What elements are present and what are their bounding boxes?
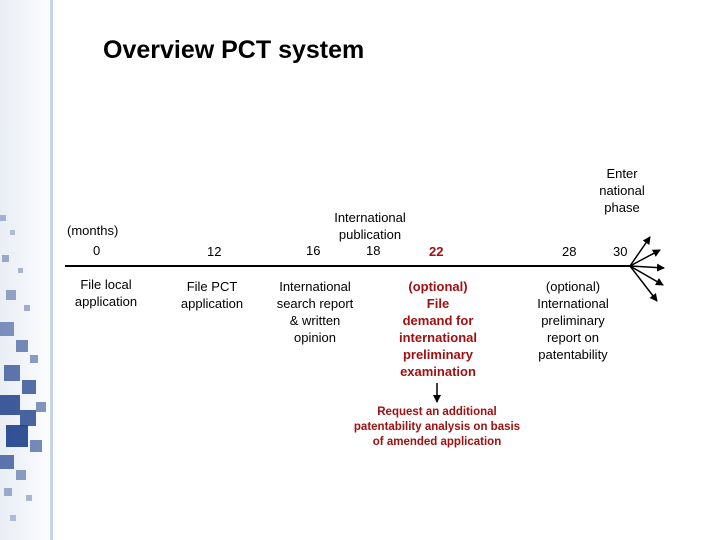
decorative-sidebar <box>0 0 58 540</box>
event-publication: International publication <box>322 209 418 243</box>
sidebar-pattern <box>0 215 46 521</box>
phase-arrow-4 <box>629 265 664 286</box>
event-file-local-text: File local application <box>74 277 138 309</box>
phase-arrow-1 <box>629 236 651 267</box>
phase-arrow-2 <box>629 249 661 267</box>
event-search-report-text: International search report & written op… <box>276 279 354 345</box>
event-national-phase-text: Enter national phase <box>599 166 645 215</box>
event-demand: (optional) File demand for international… <box>388 278 488 380</box>
event-file-pct: File PCT application <box>172 278 252 312</box>
event-iprp-text: (optional) International preliminary rep… <box>537 279 609 362</box>
tick-12: 12 <box>207 244 222 259</box>
event-demand-text: (optional) File demand for international… <box>398 279 477 379</box>
event-national-phase: Enter national phase <box>590 165 654 216</box>
event-request-text: Request an additional patentability anal… <box>353 406 521 448</box>
event-file-local: File local application <box>66 276 146 310</box>
tick-30: 30 <box>613 244 628 259</box>
months-label: (months) <box>67 223 119 238</box>
tick-16: 16 <box>306 243 321 258</box>
tick-22: 22 <box>429 244 444 259</box>
tick-28: 28 <box>562 244 577 259</box>
tick-0: 0 <box>93 243 101 258</box>
phase-arrow-3 <box>629 263 665 272</box>
sidebar-divider <box>50 0 53 540</box>
tick-18: 18 <box>366 243 381 258</box>
event-search-report: International search report & written op… <box>267 278 363 346</box>
event-iprp: (optional) International preliminary rep… <box>523 278 623 363</box>
phase-arrow-5 <box>629 265 658 302</box>
event-file-pct-text: File PCT application <box>180 279 244 311</box>
page-title: Overview PCT system <box>103 36 365 64</box>
event-publication-text: International publication <box>334 210 406 242</box>
event-request: Request an additional patentability anal… <box>342 405 532 450</box>
